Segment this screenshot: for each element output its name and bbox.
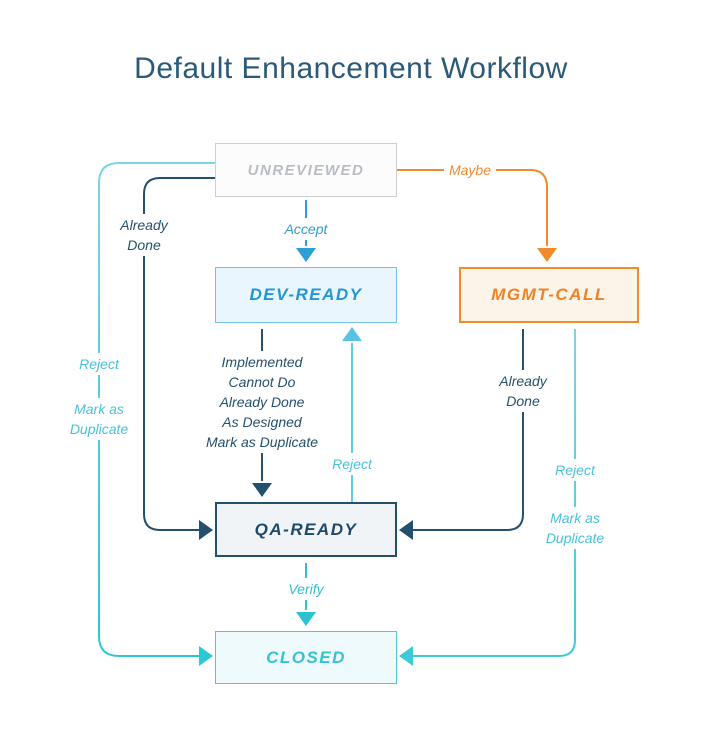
page-title: Default Enhancement Workflow: [134, 52, 568, 85]
edge-label-right-mark-duplicate: Mark as Duplicate: [540, 507, 610, 549]
edge-mid-reject-arrowhead: [342, 327, 362, 341]
edge-right-already-done-arrowhead: [399, 520, 413, 540]
edge-maybe-line: [397, 169, 548, 246]
node-unreviewed-label: UNREVIEWED: [247, 161, 365, 179]
edge-maybe-arrowhead: [537, 248, 557, 262]
edge-left-already-done-arrowhead: [199, 520, 213, 540]
edge-dev-to-qa-arrowhead: [252, 483, 272, 497]
edge-label-right-reject: Reject: [550, 459, 600, 481]
node-dev-ready: DEV-READY: [215, 267, 397, 323]
node-unreviewed: UNREVIEWED: [215, 143, 397, 197]
edge-label-left-reject: Reject: [74, 353, 124, 375]
edge-label-left-mark-duplicate: Mark as Duplicate: [64, 398, 134, 440]
edge-right-reject-arrowhead: [399, 646, 413, 666]
edge-left-reject-arrowhead: [199, 646, 213, 666]
edge-right-already-done-line: [412, 329, 524, 531]
edge-accept-arrowhead: [296, 248, 316, 262]
node-mgmt-call-label: MGMT-CALL: [491, 285, 607, 304]
node-closed-label: CLOSED: [266, 647, 346, 667]
edge-label-mid-reject: Reject: [327, 453, 377, 475]
edge-label-right-already-done: Already Done: [494, 370, 552, 412]
edge-label-left-already-done: Already Done: [115, 214, 173, 256]
edge-label-dev-to-qa-reasons: Implemented Cannot Do Already Done As De…: [200, 351, 324, 453]
node-qa-ready-label: QA-READY: [254, 519, 358, 539]
node-dev-ready-label: DEV-READY: [249, 285, 363, 304]
node-qa-ready: QA-READY: [215, 502, 397, 557]
edge-label-maybe: Maybe: [443, 159, 497, 181]
edge-label-verify: Verify: [283, 578, 329, 600]
edge-label-accept: Accept: [279, 218, 333, 240]
node-mgmt-call: MGMT-CALL: [459, 267, 639, 323]
edge-verify-arrowhead: [296, 612, 316, 626]
node-closed: CLOSED: [215, 631, 397, 684]
